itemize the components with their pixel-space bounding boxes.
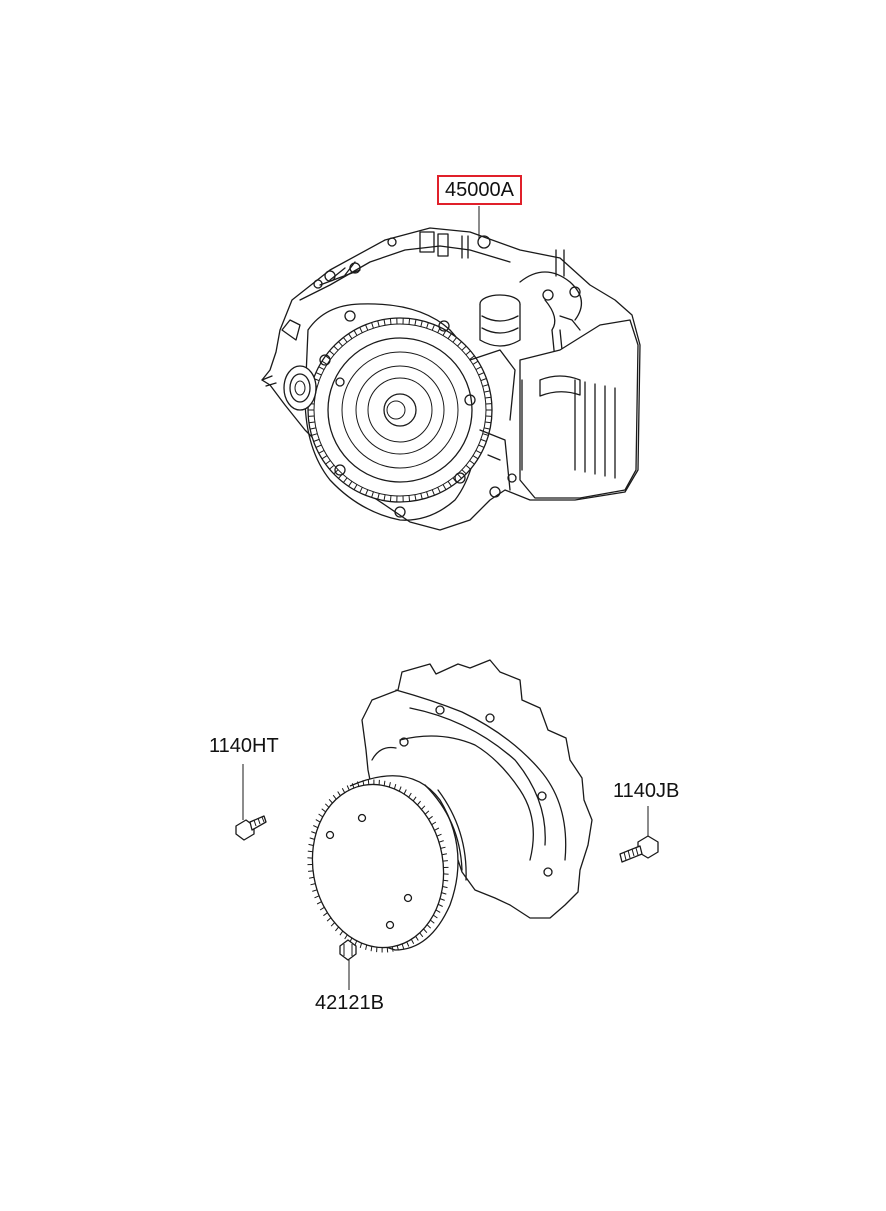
ring-gear-teeth xyxy=(307,779,449,953)
transaxle-assembly xyxy=(261,227,641,531)
converter-housing xyxy=(361,659,593,919)
bolt-1140JB xyxy=(619,806,659,863)
gear-tooth-set xyxy=(308,318,492,502)
drive-plate xyxy=(307,775,467,953)
part-label-1140HT[interactable]: 1140HT xyxy=(209,735,279,757)
part-label-45000A[interactable]: 45000A xyxy=(437,175,522,205)
bolt-1140HT xyxy=(235,764,267,841)
part-label-42121B[interactable]: 42121B xyxy=(315,992,384,1014)
part-label-1140JB[interactable]: 1140JB xyxy=(613,780,680,802)
gear-tooth-set xyxy=(307,779,449,953)
bolt-42121B xyxy=(339,939,357,990)
ring-gear-teeth xyxy=(308,318,492,502)
